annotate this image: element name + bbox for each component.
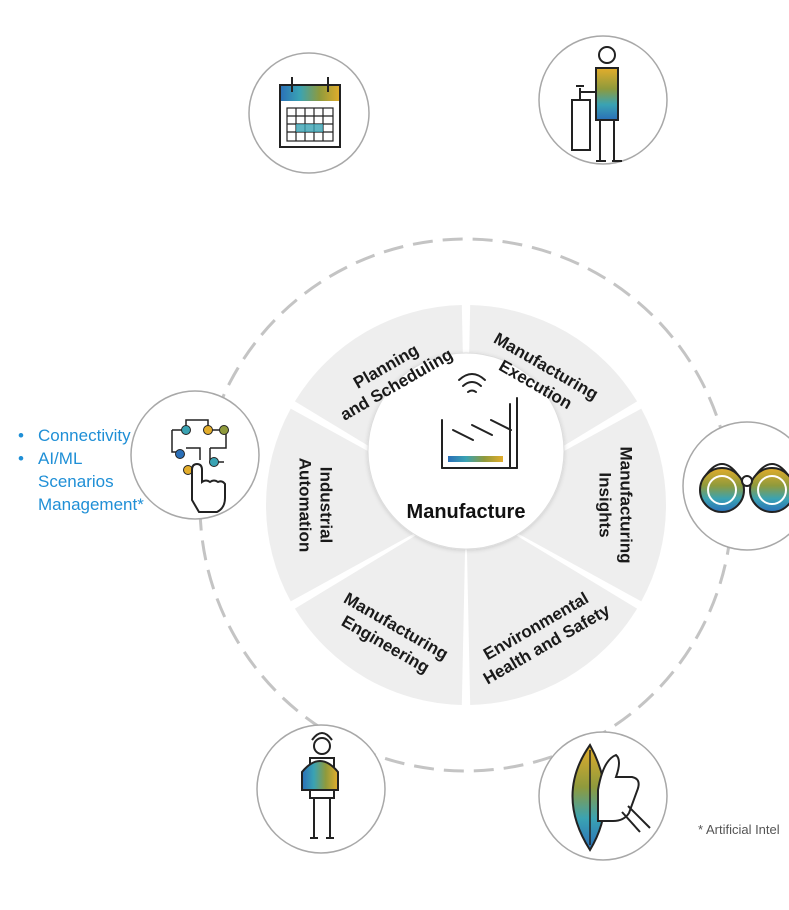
segment-ehs: [466, 505, 638, 705]
engineer-circle: [256, 724, 386, 854]
binoculars-circle: [682, 421, 789, 551]
factory-color-band: [448, 456, 503, 462]
engineer-with-blueprint-icon: [301, 732, 339, 839]
segment-engineering: [294, 505, 466, 705]
center-label: Manufacture: [407, 501, 526, 523]
segment-automation-label-line: Automation: [296, 458, 315, 552]
calendar-icon: [279, 77, 341, 148]
list-item-management: Management*: [38, 495, 144, 514]
segment-automation: [266, 408, 466, 602]
list-item-connectivity: Connectivity: [18, 424, 144, 447]
segment-insights: [466, 408, 666, 602]
thumbs-up-leaf-icon: [571, 743, 651, 852]
worker-at-podium-icon: [571, 46, 622, 162]
ring-segments: [266, 305, 666, 705]
calendar-circle: [248, 52, 370, 174]
leaf-circle: [538, 731, 668, 861]
binoculars-icon: [699, 463, 789, 513]
segment-automation-label-line: Industrial: [317, 467, 336, 544]
automation-feature-list: Connectivity AI/ML Scenarios Management*: [18, 424, 144, 516]
segment-insights-label: ManufacturingInsights: [596, 446, 636, 563]
list-item-ai-ml: AI/ML: [18, 447, 144, 470]
footnote: * Artificial Intel: [698, 822, 780, 837]
segment-automation-label: IndustrialAutomation: [296, 458, 336, 552]
segment-insights-label-line: Insights: [596, 472, 615, 537]
segment-insights-label-line: Manufacturing: [617, 446, 636, 563]
automation-circle: [130, 390, 260, 520]
network-touch-icon: [171, 419, 229, 513]
factory-icon: [441, 373, 518, 469]
center-hub: [367, 352, 565, 550]
worker-circle: [538, 35, 668, 165]
list-item-scenarios: Scenarios: [38, 472, 114, 491]
